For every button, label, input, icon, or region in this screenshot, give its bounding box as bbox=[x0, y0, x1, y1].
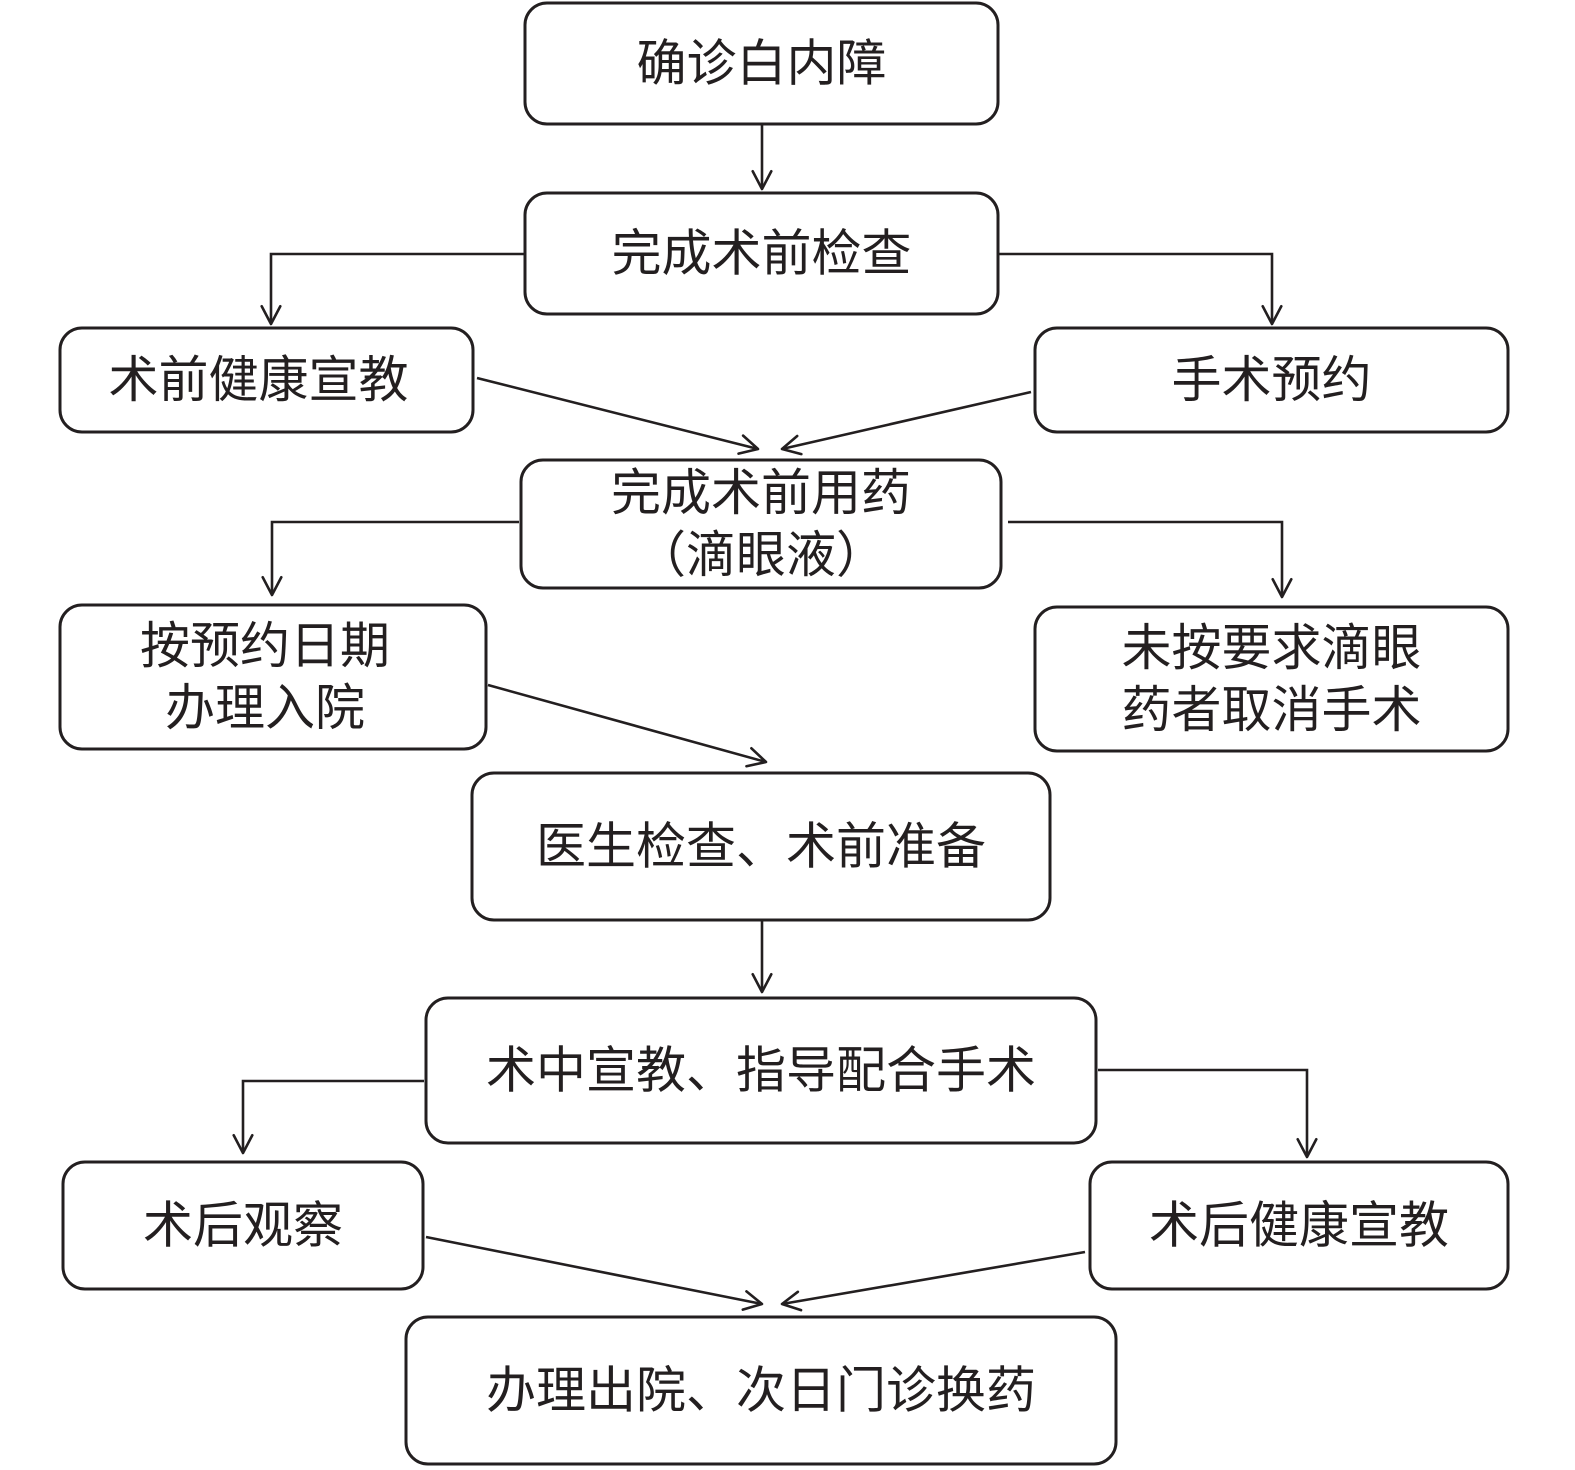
flow-edge-n9-n10 bbox=[232, 1079, 424, 1155]
connector-line bbox=[781, 1250, 1086, 1306]
connector-line bbox=[269, 252, 525, 324]
flow-node-label: 确诊白内障 bbox=[637, 35, 887, 93]
arrowhead-icon bbox=[1261, 304, 1283, 326]
flow-node-box bbox=[61, 1160, 425, 1291]
connector-line bbox=[241, 1079, 424, 1153]
flow-node-n5: 完成术前用药（滴眼液） bbox=[519, 458, 1003, 590]
flow-edge-n5-n6 bbox=[261, 520, 519, 597]
arrowhead-icon bbox=[1271, 577, 1293, 599]
flow-node-label: 手术预约 bbox=[1172, 351, 1372, 409]
flow-node-label: 术中宣教、指导配合手术 bbox=[486, 1042, 1036, 1100]
flow-edge-n6-n8 bbox=[487, 683, 768, 768]
connector-line bbox=[781, 390, 1032, 451]
flow-edge-n10-n12 bbox=[425, 1235, 764, 1311]
flow-node-box bbox=[1033, 326, 1510, 434]
flow-node-label: 完成术前检查 bbox=[612, 225, 912, 283]
arrowhead-icon bbox=[751, 972, 773, 994]
flow-node-label: 办理出院、次日门诊换药 bbox=[486, 1362, 1036, 1420]
connector-line bbox=[487, 683, 767, 764]
flow-edge-n3-n5 bbox=[476, 376, 760, 455]
flow-node-label: 术后观察 bbox=[143, 1197, 343, 1255]
flow-node-label: 术前健康宣教 bbox=[109, 351, 409, 409]
flow-node-label: 医生检查、术前准备 bbox=[536, 818, 986, 876]
arrowhead-icon bbox=[261, 575, 283, 597]
arrowhead-icon bbox=[745, 747, 768, 768]
flow-edge-n2-n4 bbox=[998, 252, 1283, 326]
nodes-layer: 确诊白内障完成术前检查术前健康宣教手术预约完成术前用药（滴眼液）按预约日期办理入… bbox=[58, 1, 1510, 1466]
arrowhead-icon bbox=[751, 169, 773, 191]
flow-node-n8: 医生检查、术前准备 bbox=[470, 771, 1052, 922]
flow-node-label: 按预约日期 bbox=[140, 617, 390, 675]
flow-node-n12: 办理出院、次日门诊换药 bbox=[404, 1315, 1118, 1466]
arrowhead-icon bbox=[232, 1133, 254, 1155]
flow-edge-n1-n2 bbox=[751, 124, 773, 191]
flow-node-box bbox=[58, 326, 475, 434]
flow-node-label: 办理入院 bbox=[165, 679, 365, 737]
flow-edge-n5-n7 bbox=[1008, 520, 1293, 599]
flow-node-label: 药者取消手术 bbox=[1122, 681, 1422, 739]
edges-layer bbox=[232, 124, 1318, 1312]
flow-node-label: （滴眼液） bbox=[636, 526, 886, 584]
flow-node-box bbox=[424, 996, 1098, 1145]
flow-edge-n11-n12 bbox=[780, 1250, 1086, 1312]
flow-edge-n8-n9 bbox=[751, 920, 773, 994]
connector-line bbox=[1098, 1068, 1309, 1157]
flow-edge-n2-n3 bbox=[260, 252, 525, 326]
flow-node-n4: 手术预约 bbox=[1033, 326, 1510, 434]
arrowhead-icon bbox=[260, 304, 282, 326]
flow-node-n1: 确诊白内障 bbox=[523, 1, 1000, 126]
arrowhead-icon bbox=[780, 1290, 803, 1312]
flow-node-box bbox=[470, 771, 1052, 922]
flow-node-label: 完成术前用药 bbox=[611, 464, 911, 522]
flow-edge-n4-n5 bbox=[780, 390, 1032, 456]
flow-node-box bbox=[1088, 1160, 1510, 1291]
arrowhead-icon bbox=[737, 434, 760, 455]
arrowhead-icon bbox=[780, 434, 803, 456]
flow-node-n10: 术后观察 bbox=[61, 1160, 425, 1291]
flow-node-box bbox=[519, 458, 1003, 590]
connector-line bbox=[270, 520, 519, 595]
flow-node-label: 未按要求滴眼 bbox=[1122, 619, 1422, 677]
connector-line bbox=[425, 1235, 763, 1306]
flow-node-n2: 完成术前检查 bbox=[523, 191, 1000, 316]
flow-node-box bbox=[1033, 605, 1510, 753]
connector-line bbox=[476, 376, 759, 451]
flow-node-n9: 术中宣教、指导配合手术 bbox=[424, 996, 1098, 1145]
connector-line bbox=[998, 252, 1274, 324]
flow-node-n11: 术后健康宣教 bbox=[1088, 1160, 1510, 1291]
flow-node-box bbox=[523, 1, 1000, 126]
flow-node-box bbox=[58, 603, 488, 751]
arrowhead-icon bbox=[1296, 1137, 1318, 1159]
flow-node-box bbox=[404, 1315, 1118, 1466]
flow-edge-n9-n11 bbox=[1098, 1068, 1318, 1159]
flow-node-label: 术后健康宣教 bbox=[1149, 1197, 1449, 1255]
connector-line bbox=[1008, 520, 1284, 597]
flow-node-n3: 术前健康宣教 bbox=[58, 326, 475, 434]
flow-node-box bbox=[523, 191, 1000, 316]
arrowhead-icon bbox=[741, 1290, 764, 1311]
